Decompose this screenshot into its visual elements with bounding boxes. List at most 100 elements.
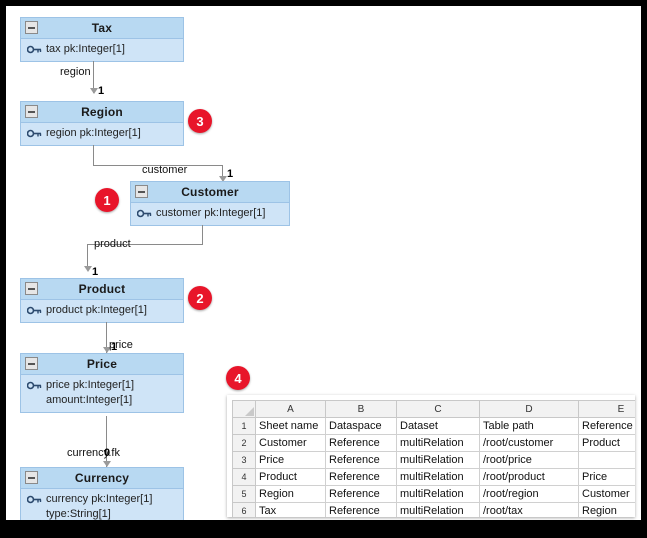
row-header-1[interactable]: 1 (232, 417, 256, 435)
cell-c6[interactable]: multiRelation (396, 502, 480, 517)
connector-label-customer: customer (142, 164, 188, 176)
cell-b6[interactable]: Reference (325, 502, 397, 517)
connector-region-customer-v2 (222, 165, 223, 179)
connector-multiplicity-region: 1 (98, 85, 105, 97)
badge-2: 2 (188, 286, 212, 310)
table-row[interactable]: 2 Customer Reference multiRelation /root… (232, 434, 635, 452)
connector-label-product: product (94, 238, 131, 250)
row-header-5[interactable]: 5 (232, 485, 256, 503)
cell-d3[interactable]: /root/price (479, 451, 579, 469)
attribute-row: price pk:Integer[1] (21, 378, 183, 393)
uml-class-price[interactable]: Price price pk:Integer[1] amount:Integer… (20, 353, 184, 413)
cell-c4[interactable]: multiRelation (396, 468, 480, 486)
cell-d4[interactable]: /root/product (479, 468, 579, 486)
uml-class-customer[interactable]: Customer customer pk:Integer[1] (130, 181, 290, 226)
uml-class-price-title: Price (86, 357, 118, 371)
cell-a2[interactable]: Customer (255, 434, 326, 452)
uml-class-region-header: Region (21, 102, 183, 123)
column-header-c[interactable]: C (396, 400, 480, 418)
cell-c3[interactable]: multiRelation (396, 451, 480, 469)
uml-class-tax-body: tax pk:Integer[1] (21, 39, 183, 61)
attribute-label: type:String[1] (46, 508, 111, 520)
cell-e3[interactable] (578, 451, 635, 469)
table-row[interactable]: 1 Sheet name Dataspace Dataset Table pat… (232, 417, 635, 435)
spreadsheet-table[interactable]: A B C D E 1 Sheet name Dataspace Dataset… (232, 400, 635, 517)
uml-class-currency-body: currency pk:Integer[1] type:String[1] (21, 489, 183, 520)
cell-e6[interactable]: Region (578, 502, 635, 517)
connector-label-price: price (109, 339, 133, 351)
row-header-2[interactable]: 2 (232, 434, 256, 452)
cell-a1[interactable]: Sheet name (255, 417, 326, 435)
column-header-b[interactable]: B (325, 400, 397, 418)
cell-e2[interactable]: Product (578, 434, 635, 452)
spreadsheet-panel[interactable]: A B C D E 1 Sheet name Dataspace Dataset… (227, 395, 635, 517)
cell-c1[interactable]: Dataset (396, 417, 480, 435)
uml-class-product[interactable]: Product product pk:Integer[1] (20, 278, 184, 323)
table-row[interactable]: 4 Product Reference multiRelation /root/… (232, 468, 635, 486)
connector-customer-product-v2 (87, 244, 88, 268)
cell-d2[interactable]: /root/customer (479, 434, 579, 452)
badge-1: 1 (95, 188, 119, 212)
badge-4: 4 (226, 366, 250, 390)
attribute-label: tax pk:Integer[1] (46, 43, 125, 55)
cell-b4[interactable]: Reference (325, 468, 397, 486)
spreadsheet-column-header-row: A B C D E (232, 400, 635, 418)
uml-class-region[interactable]: Region region pk:Integer[1] (20, 101, 184, 146)
diagram-canvas: Tax tax pk:Integer[1] region 1 Region (6, 6, 641, 520)
uml-class-price-header: Price (21, 354, 183, 375)
uml-class-customer-header: Customer (131, 182, 289, 203)
cell-c2[interactable]: multiRelation (396, 434, 480, 452)
cell-b2[interactable]: Reference (325, 434, 397, 452)
connector-customer-product-v1 (202, 225, 203, 245)
attribute-row: type:String[1] (21, 507, 183, 520)
column-header-a[interactable]: A (255, 400, 326, 418)
row-header-3[interactable]: 3 (232, 451, 256, 469)
attribute-label: product pk:Integer[1] (46, 304, 147, 316)
key-icon (137, 209, 152, 218)
minus-box-icon[interactable] (25, 471, 38, 484)
key-icon (27, 129, 42, 138)
connector-tax-region-arrow (90, 88, 98, 94)
cell-d5[interactable]: /root/region (479, 485, 579, 503)
minus-box-icon[interactable] (25, 105, 38, 118)
cell-d6[interactable]: /root/tax (479, 502, 579, 517)
uml-class-product-title: Product (78, 282, 126, 296)
cell-a5[interactable]: Region (255, 485, 326, 503)
key-icon (27, 381, 42, 390)
connector-region-customer-h (93, 165, 223, 166)
uml-class-product-body: product pk:Integer[1] (21, 300, 183, 322)
uml-class-tax-title: Tax (91, 21, 113, 35)
attribute-label: amount:Integer[1] (46, 394, 133, 406)
cell-e5[interactable]: Customer (578, 485, 635, 503)
cell-e1[interactable]: Reference to (578, 417, 635, 435)
uml-class-currency[interactable]: Currency currency pk:Integer[1] type:Str… (20, 467, 184, 520)
connector-price-currency-arrow (103, 461, 111, 467)
row-header-6[interactable]: 6 (232, 502, 256, 517)
connector-customer-product-arrow (84, 266, 92, 272)
minus-box-icon[interactable] (25, 357, 38, 370)
cell-b3[interactable]: Reference (325, 451, 397, 469)
cell-b1[interactable]: Dataspace (325, 417, 397, 435)
cell-b5[interactable]: Reference (325, 485, 397, 503)
minus-box-icon[interactable] (25, 282, 38, 295)
cell-c5[interactable]: multiRelation (396, 485, 480, 503)
column-header-d[interactable]: D (479, 400, 579, 418)
connector-product-price-arrow (103, 347, 111, 353)
cell-a6[interactable]: Tax (255, 502, 326, 517)
column-header-e[interactable]: E (578, 400, 635, 418)
minus-box-icon[interactable] (25, 21, 38, 34)
attribute-row: currency pk:Integer[1] (21, 492, 183, 507)
cell-e4[interactable]: Price (578, 468, 635, 486)
cell-a3[interactable]: Price (255, 451, 326, 469)
table-row[interactable]: 6 Tax Reference multiRelation /root/tax … (232, 502, 635, 517)
cell-d1[interactable]: Table path (479, 417, 579, 435)
table-row[interactable]: 5 Region Reference multiRelation /root/r… (232, 485, 635, 503)
table-row[interactable]: 3 Price Reference multiRelation /root/pr… (232, 451, 635, 469)
connector-label-currency-fk: currency.fk (67, 447, 120, 459)
select-all-corner[interactable] (232, 400, 256, 418)
row-header-4[interactable]: 4 (232, 468, 256, 486)
connector-multiplicity-customer: 1 (227, 168, 234, 180)
minus-box-icon[interactable] (135, 185, 148, 198)
uml-class-tax[interactable]: Tax tax pk:Integer[1] (20, 17, 184, 62)
cell-a4[interactable]: Product (255, 468, 326, 486)
